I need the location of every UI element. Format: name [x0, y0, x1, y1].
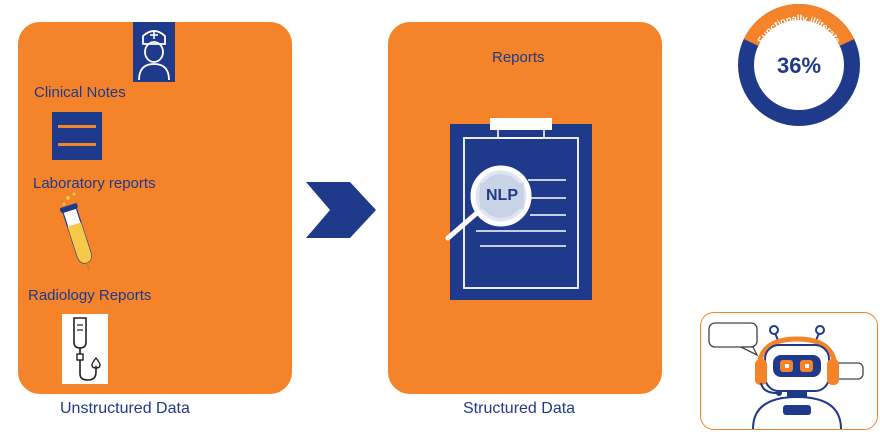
test-tube-icon: [59, 192, 92, 271]
literacy-percent: 36%: [777, 53, 821, 78]
notes-icon: [52, 112, 102, 160]
unstructured-data-caption: Unstructured Data: [60, 400, 190, 417]
robot-icon: [708, 322, 864, 429]
clinical-notes-label: Clinical Notes: [34, 84, 126, 101]
structured-data-caption: Structured Data: [463, 400, 576, 417]
literacy-ring: Functionally illiterate 36%: [738, 4, 860, 126]
arrow-right-icon: [306, 182, 376, 238]
nlp-lens-label: NLP: [480, 183, 524, 209]
clipboard-icon: [450, 118, 592, 300]
iv-drip-icon: [62, 314, 108, 384]
nurse-icon: [133, 22, 175, 82]
robot-panel: [700, 312, 878, 430]
radiology-reports-label: Radiology Reports: [28, 287, 152, 304]
laboratory-reports-label: Laboratory reports: [33, 175, 156, 192]
reports-title: Reports: [492, 49, 545, 66]
literacy-arc: [743, 4, 855, 47]
